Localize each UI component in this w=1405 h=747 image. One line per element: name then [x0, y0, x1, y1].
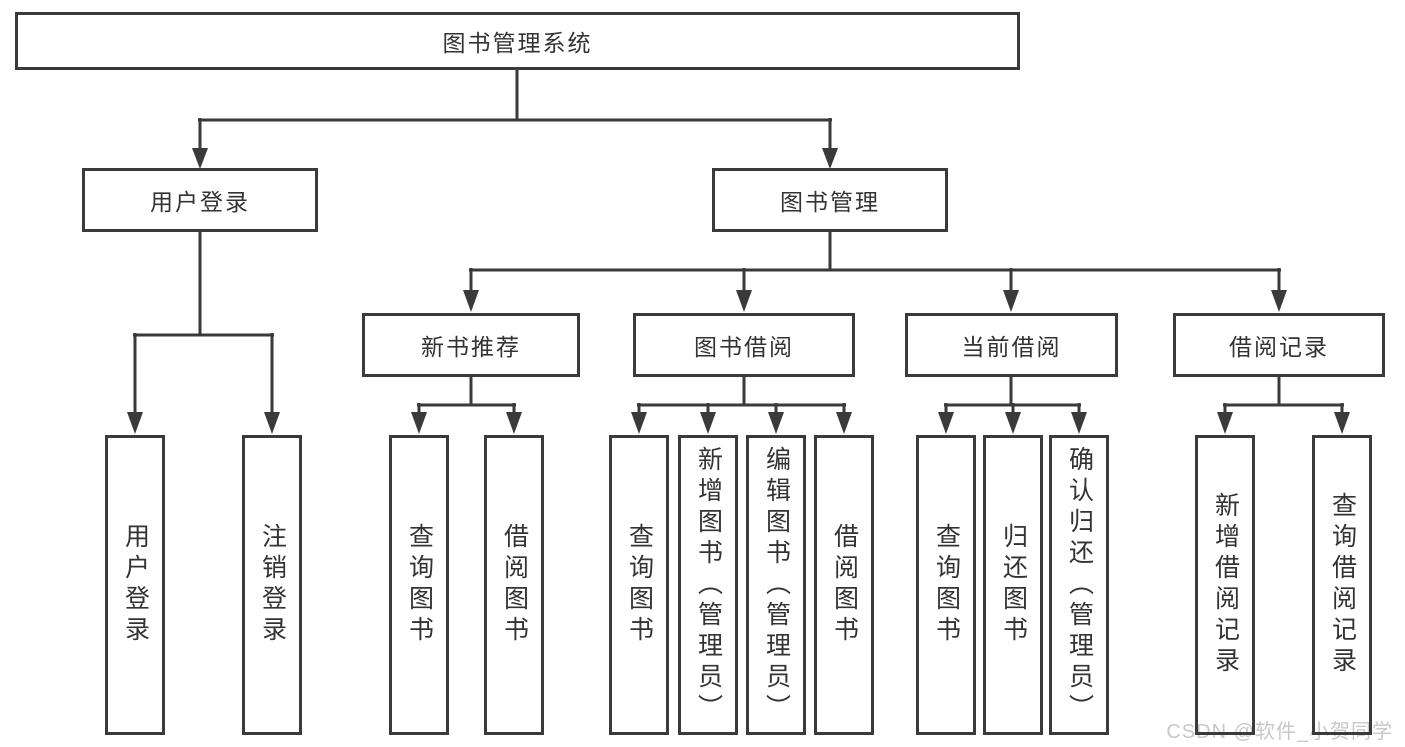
- arrowhead: [700, 412, 716, 434]
- leaf-label: 编辑图书（管理员）: [762, 445, 791, 725]
- arrowhead: [1217, 412, 1233, 434]
- leaf-label: 查询借阅记录: [1328, 492, 1357, 678]
- leaf-logout: 注销登录: [242, 435, 302, 735]
- leaf-label: 注销登录: [258, 523, 287, 647]
- leaf-query-book-1: 查询图书: [389, 435, 449, 735]
- watermark: CSDN @软件_小贺同学: [1166, 721, 1393, 743]
- node-new-book-recommend: 新书推荐: [362, 313, 580, 377]
- arrowhead: [1003, 290, 1019, 312]
- arrowhead: [768, 412, 784, 434]
- leaf-label: 查询图书: [932, 523, 961, 647]
- arrowhead: [822, 148, 838, 169]
- leaf-confirm-return-admin: 确认归还（管理员）: [1049, 435, 1109, 735]
- leaf-borrow-book-1: 借阅图书: [484, 435, 544, 735]
- node-book-borrow: 图书借阅: [633, 313, 855, 377]
- arrowhead: [836, 412, 852, 434]
- node-current-borrow-label: 当前借阅: [961, 334, 1062, 360]
- arrowhead: [736, 290, 752, 312]
- leaf-return-book: 归还图书: [983, 435, 1043, 735]
- arrowhead: [1005, 412, 1021, 434]
- node-borrow-record: 借阅记录: [1173, 313, 1385, 377]
- leaf-label: 借阅图书: [830, 523, 859, 647]
- node-current-borrow: 当前借阅: [905, 313, 1118, 377]
- arrowhead: [264, 412, 280, 434]
- leaf-query-book-3: 查询图书: [916, 435, 976, 735]
- arrowhead: [127, 412, 143, 434]
- arrowhead: [631, 412, 647, 434]
- arrowhead: [1071, 412, 1087, 434]
- leaf-label: 查询图书: [625, 523, 654, 647]
- leaf-edit-book-admin: 编辑图书（管理员）: [746, 435, 806, 735]
- node-user-login-label: 用户登录: [150, 189, 250, 215]
- leaf-add-borrow-record: 新增借阅记录: [1195, 435, 1255, 735]
- arrowhead: [192, 148, 208, 169]
- arrowhead: [1334, 412, 1350, 434]
- node-root: 图书管理系统: [15, 12, 1020, 70]
- node-user-login: 用户登录: [82, 168, 318, 232]
- leaf-query-book-2: 查询图书: [609, 435, 669, 735]
- arrowhead: [411, 412, 427, 434]
- leaf-label: 归还图书: [999, 523, 1028, 647]
- leaf-label: 用户登录: [121, 523, 150, 647]
- arrowhead: [1271, 290, 1287, 312]
- leaf-user-login: 用户登录: [105, 435, 165, 735]
- arrowhead: [938, 412, 954, 434]
- node-new-book-recommend-label: 新书推荐: [421, 334, 521, 360]
- leaf-label: 确认归还（管理员）: [1065, 445, 1094, 725]
- node-book-management: 图书管理: [712, 168, 948, 232]
- leaf-borrow-book-2: 借阅图书: [814, 435, 874, 735]
- node-root-label: 图书管理系统: [442, 30, 593, 56]
- leaf-add-book-admin: 新增图书（管理员）: [678, 435, 738, 735]
- node-borrow-record-label: 借阅记录: [1229, 334, 1329, 360]
- leaf-label: 借阅图书: [500, 523, 529, 647]
- leaf-label: 新增图书（管理员）: [694, 445, 723, 725]
- arrowhead: [463, 290, 479, 312]
- leaf-query-borrow-record: 查询借阅记录: [1312, 435, 1372, 735]
- node-book-management-label: 图书管理: [780, 189, 880, 215]
- node-book-borrow-label: 图书借阅: [694, 334, 794, 360]
- leaf-label: 新增借阅记录: [1211, 492, 1240, 678]
- leaf-label: 查询图书: [405, 523, 434, 647]
- arrowhead: [506, 412, 522, 434]
